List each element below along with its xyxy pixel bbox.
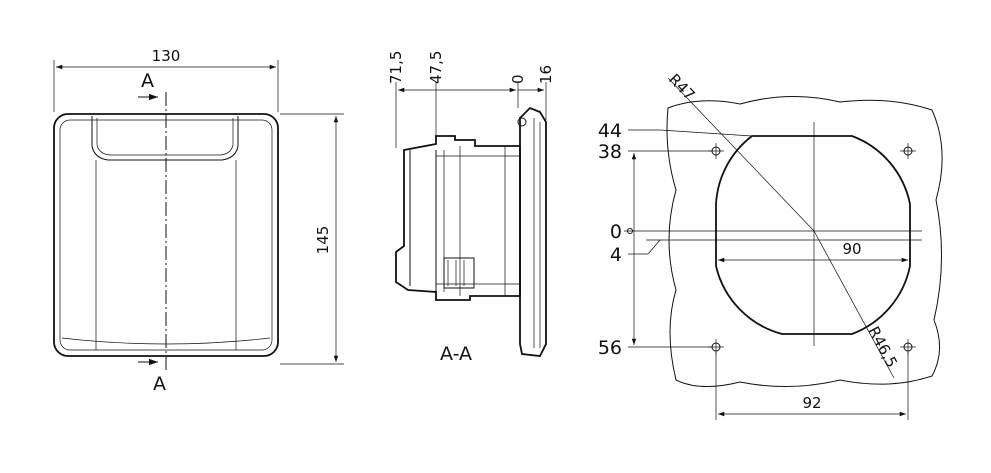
y-label-4: 4 [610,244,622,266]
y-origin-dot [627,228,633,234]
y-44-leader-2 [659,129,753,137]
dim-130-label: 130 [152,47,181,65]
dim-0-label: 0 [509,74,527,84]
front-view: A A 130 145 [53,47,344,395]
front-lid-flap-inner [96,118,234,156]
radius-r47-label: R47 [665,70,698,104]
cutout-panel-outline [666,95,943,388]
dim-145-label: 145 [314,226,332,255]
cutout-view: 44 38 0 4 56 R47 R46,5 90 92 [598,70,943,420]
radius-r47-leader [667,77,815,232]
y-label-56: 56 [598,337,622,359]
section-mark-bottom: A [153,373,166,395]
dim-90-label: 90 [842,240,861,258]
radius-r46-5-label: R46,5 [864,323,900,370]
radius-r46-5-leader [813,230,895,379]
cutout-shape [715,135,911,335]
front-lid-flap [91,116,239,161]
dim-47-5-label: 47,5 [427,51,445,84]
section-body-outline [395,135,521,301]
dim-16-label: 16 [537,65,555,84]
section-hinge [517,117,527,127]
y-4-leader-2 [647,239,661,255]
section-flange [519,106,547,357]
section-contact-block [443,257,475,289]
dim-71-5-label: 71,5 [387,51,405,84]
section-view: 71,5 47,5 0 16 A-A [387,51,555,365]
dim-92-label: 92 [802,394,821,412]
mounting-hole-top-right [900,143,916,159]
section-title: A-A [440,343,472,365]
y-label-38: 38 [598,141,622,163]
y-label-0: 0 [610,221,622,243]
y-label-44: 44 [598,120,622,142]
section-mark-top: A [141,70,154,92]
